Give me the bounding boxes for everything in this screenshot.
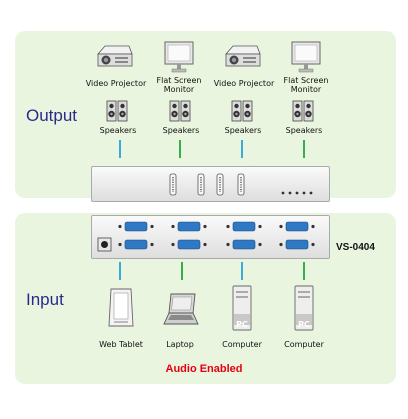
monitor-icon (164, 41, 194, 73)
video-cable (303, 262, 305, 280)
video-cable (241, 262, 243, 280)
speakers-icon (292, 100, 314, 122)
output-device-label: Video Projector (85, 79, 147, 88)
pc-badge: PC (298, 320, 310, 329)
output-device-label: Flat Screen Monitor (283, 76, 329, 94)
laptop-icon (163, 293, 199, 325)
web-tablet-icon (108, 288, 134, 327)
input-device-label: Computer (284, 340, 324, 349)
output-section-label: Output (26, 106, 78, 125)
audio-cable (303, 140, 305, 158)
output-device-label: Flat Screen Monitor (156, 76, 202, 94)
video-cable (119, 262, 121, 280)
speakers-label: Speakers (99, 126, 137, 135)
video-cable (181, 262, 183, 280)
input-device-label: Computer (222, 340, 262, 349)
speakers-icon (231, 100, 253, 122)
video-cable (119, 140, 121, 158)
audio-enabled-caption: Audio Enabled (165, 363, 243, 375)
pc-tower-icon (294, 285, 314, 331)
video-cable (241, 140, 243, 158)
pc-tower-icon (232, 285, 252, 331)
switcher-rear-panel (91, 215, 330, 259)
input-device-label: Laptop (166, 340, 194, 349)
vga-connector-group (124, 221, 309, 250)
selector-button-group (169, 173, 245, 196)
pc-badge: PC (236, 320, 248, 329)
speakers-icon (106, 100, 128, 122)
speakers-icon (169, 100, 191, 122)
speakers-label: Speakers (162, 126, 200, 135)
audio-jack-group (118, 224, 315, 247)
projector-icon (97, 45, 133, 67)
power-jack (97, 237, 112, 252)
monitor-icon (291, 41, 321, 73)
audio-cable (179, 140, 181, 158)
input-device-label: Web Tablet (99, 340, 143, 349)
status-led-row (281, 191, 313, 195)
model-label: VS-0404 (336, 242, 375, 253)
output-device-label: Video Projector (213, 79, 275, 88)
speakers-label: Speakers (224, 126, 262, 135)
input-section-label: Input (26, 290, 64, 309)
projector-icon (225, 45, 261, 67)
switcher-front-panel (91, 166, 330, 202)
speakers-label: Speakers (285, 126, 323, 135)
